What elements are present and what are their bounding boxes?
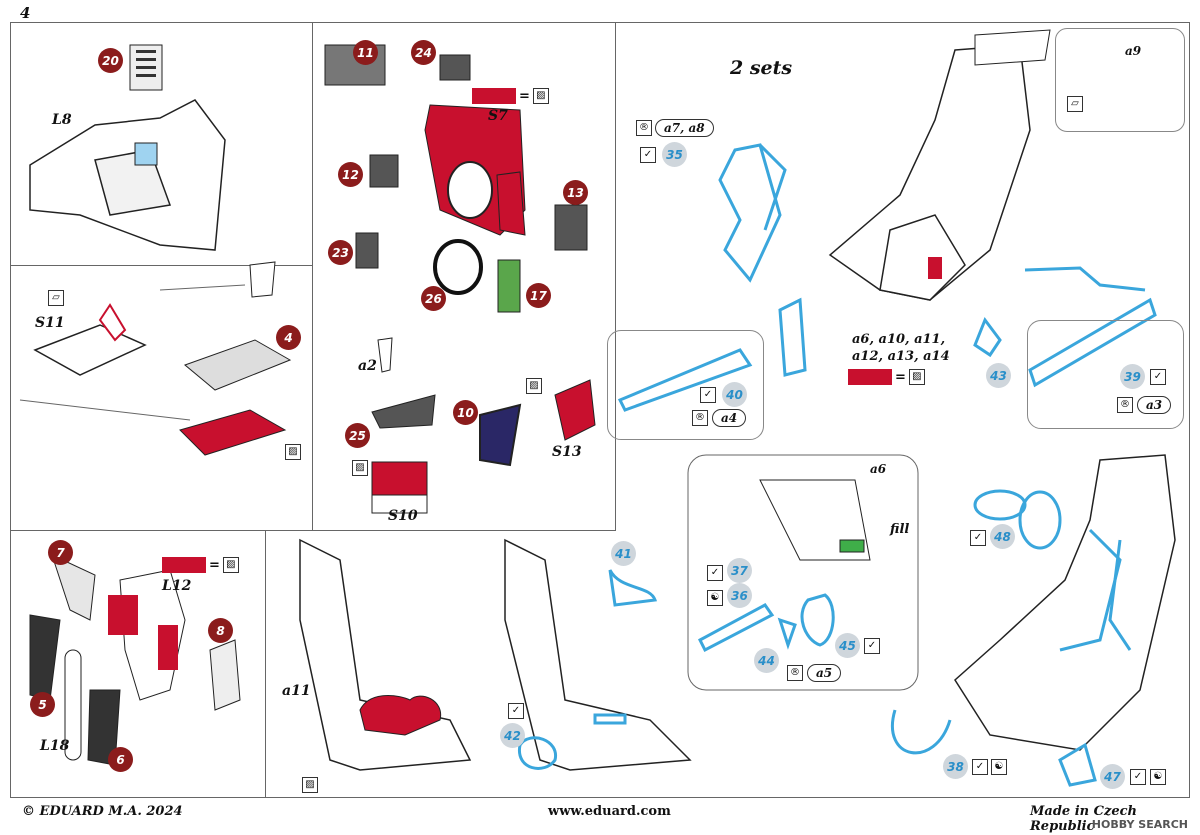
red-swatch: [472, 88, 516, 104]
part-callout: 8: [208, 618, 233, 643]
part-callout: 7: [48, 540, 73, 565]
instruction-frame: [10, 22, 1190, 798]
detail-box: [1027, 320, 1184, 429]
part-callout: 39: [1120, 364, 1145, 389]
step-label: a2: [358, 358, 377, 374]
photo-etch-icon: ▱: [1067, 96, 1083, 112]
part-callout: 44: [754, 648, 779, 673]
part-label: a6: [870, 462, 887, 476]
paint-icon: ▨: [285, 444, 301, 460]
origin-note: Made in Czech Republic: [1030, 804, 1137, 834]
part-callout: 17: [526, 283, 551, 308]
check-icon: ✓: [972, 759, 988, 775]
part-callout: 25: [345, 423, 370, 448]
detail-box: [607, 330, 764, 440]
paint-icon: ▨: [532, 88, 549, 104]
part-callout: 4: [276, 325, 301, 350]
red-swatch: [162, 557, 206, 573]
part-callout: 36: [727, 583, 752, 608]
check-icon: ✓: [864, 638, 880, 654]
part-callout: 38: [943, 754, 968, 779]
part-callout: 40: [722, 382, 747, 407]
part-callout: 45: [835, 633, 860, 658]
divider: [10, 265, 313, 266]
step-label: S13: [552, 444, 582, 460]
check-icon: ✓: [700, 387, 716, 403]
mask-icon: ®: [1117, 397, 1133, 413]
mask-icon: ®: [787, 665, 803, 681]
part-callout: 26: [421, 286, 446, 311]
check-icon: ✓: [1150, 369, 1166, 385]
watermark: HOBBY SEARCH: [1091, 818, 1188, 831]
color-legend: = ▨: [848, 369, 925, 385]
part-pill: a4: [712, 409, 747, 427]
part-callout: 11: [353, 40, 378, 65]
part-callout: 5: [30, 692, 55, 717]
part-callout: 35: [662, 142, 687, 167]
part-pill: a7, a8: [655, 119, 714, 137]
step-label: S10: [388, 508, 418, 524]
part-callout: 13: [563, 180, 588, 205]
legend-equals: =: [895, 369, 906, 385]
paint-icon: ▨: [352, 460, 368, 476]
part-callout: 43: [986, 363, 1011, 388]
part-callout: 48: [990, 524, 1015, 549]
part-callout: 20: [98, 48, 123, 73]
part-callout: 24: [411, 40, 436, 65]
part-callout: 10: [453, 400, 478, 425]
step-label: S7: [488, 108, 508, 124]
paint-icon: ▨: [526, 378, 542, 394]
part-callout: 37: [727, 558, 752, 583]
paint-icon: ▨: [908, 369, 925, 385]
divider: [615, 22, 616, 530]
paint-note: a6, a10, a11, a12, a13, a14: [852, 332, 950, 364]
step-label: L18: [40, 738, 70, 754]
page-number: 4: [20, 4, 31, 22]
detail-box: [1055, 28, 1185, 132]
divider: [10, 530, 616, 531]
part-pill: a5: [807, 664, 842, 682]
part-callout: 6: [108, 747, 133, 772]
step-label: a11: [282, 683, 311, 699]
mask-icon: ®: [636, 120, 652, 136]
part-callout: 47: [1100, 764, 1125, 789]
check-icon: ✓: [640, 147, 656, 163]
paint-icon: ▨: [222, 557, 239, 573]
legend-equals: =: [209, 557, 220, 573]
check-icon: ✓: [1130, 769, 1146, 785]
part-label: a9: [1125, 44, 1142, 58]
red-swatch: [848, 369, 892, 385]
check-icon: ✓: [707, 565, 723, 581]
part-callout: 23: [328, 240, 353, 265]
legend-equals: =: [519, 88, 530, 104]
color-legend: = ▨: [162, 557, 239, 573]
yin-yang-icon: ☯: [991, 759, 1007, 775]
part-pill: a3: [1137, 396, 1172, 414]
yin-yang-icon: ☯: [707, 590, 723, 606]
yin-yang-icon: ☯: [1150, 769, 1166, 785]
copyright: © EDUARD M.A. 2024: [22, 804, 183, 819]
check-icon: ✓: [508, 703, 524, 719]
paint-icon: ▨: [302, 777, 318, 793]
divider: [312, 22, 313, 530]
step-label: S11: [35, 315, 65, 331]
step-label: L8: [52, 112, 72, 128]
fill-label: fill: [890, 522, 910, 537]
part-callout: 12: [338, 162, 363, 187]
part-callout: 41: [611, 541, 636, 566]
step-label: L12: [162, 578, 192, 594]
color-legend: = ▨: [472, 88, 549, 104]
check-icon: ✓: [970, 530, 986, 546]
divider: [265, 530, 266, 798]
mask-icon: ®: [692, 410, 708, 426]
section-heading: 2 sets: [730, 57, 793, 79]
part-callout: 42: [500, 723, 525, 748]
website: www.eduard.com: [548, 804, 671, 819]
photo-etch-icon: ▱: [48, 290, 64, 306]
